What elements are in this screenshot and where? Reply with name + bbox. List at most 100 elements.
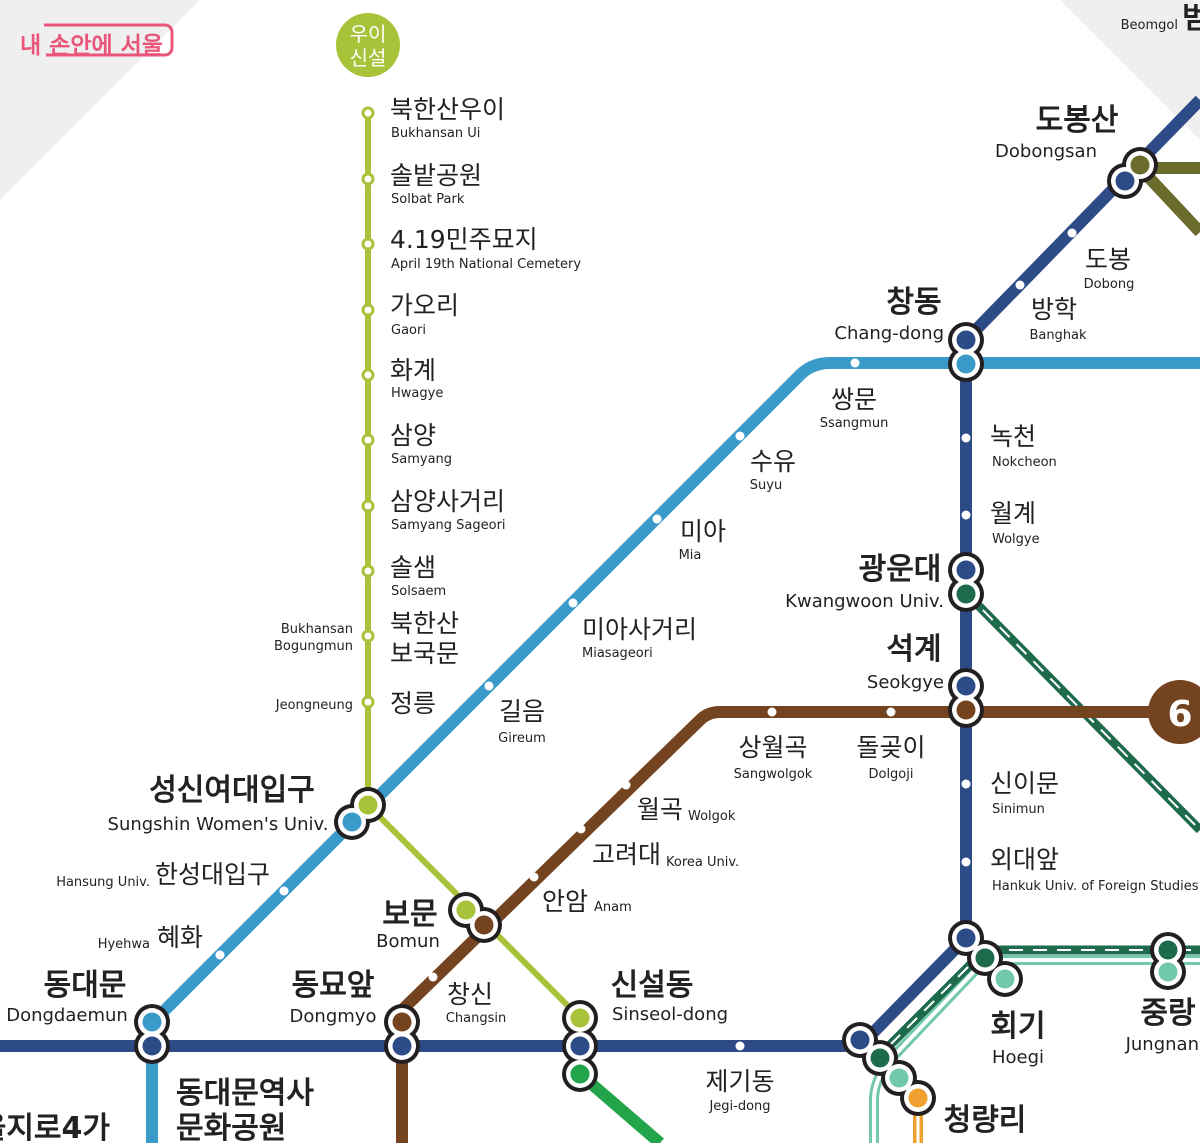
station-name-en: Jeongneung	[275, 698, 353, 713]
line-6	[396, 706, 1150, 1143]
station-marker[interactable]	[361, 172, 375, 186]
station-name-en: Jegi-dong	[708, 1099, 770, 1114]
station-name-en: April 19th National Cemetery	[391, 257, 581, 272]
station-name-ko: 4.19민주묘지	[390, 225, 538, 254]
station-name-ko: 가오리	[390, 291, 459, 320]
station-marker[interactable]	[529, 872, 539, 882]
station-marker[interactable]	[1015, 280, 1025, 290]
station-marker[interactable]	[886, 707, 896, 717]
station-marker[interactable]	[961, 779, 971, 789]
station-name-ko: 혜화	[157, 923, 203, 952]
station-name-en: Solsaem	[391, 584, 446, 599]
ui-line-badge	[336, 13, 400, 77]
station-name-ko: 동대문	[44, 968, 127, 1003]
station-marker[interactable]	[361, 368, 375, 382]
station-name-ko: 삼양	[390, 421, 436, 450]
station-marker[interactable]	[652, 514, 662, 524]
station-name-ko: 창동	[886, 285, 941, 320]
station-marker[interactable]	[428, 972, 438, 982]
station-name-en: Hyehwa	[98, 937, 150, 952]
station-marker[interactable]	[767, 707, 777, 717]
station-name-ko: 월곡	[637, 795, 683, 824]
station-name-ko: 솔밭공원	[390, 161, 482, 190]
station-name-ko: 회기	[990, 1009, 1045, 1044]
station-name-ko: 안암	[542, 887, 588, 916]
seoul-logo: 내 손안에 서울	[20, 23, 174, 59]
station-bomun[interactable]	[448, 892, 502, 943]
station-marker[interactable]	[576, 824, 586, 834]
station-marker[interactable]	[735, 431, 745, 441]
station-marker[interactable]	[361, 499, 375, 513]
station-name-ko: 한성대입구	[155, 860, 270, 889]
station-name-en: Sinseol-dong	[612, 1004, 728, 1025]
station-name-ko: 신이문	[990, 769, 1059, 798]
station-name-ko: 동대문역사	[176, 1076, 314, 1111]
station-name-en: Hansung Univ.	[56, 875, 150, 890]
station-name-en: Banghak	[1029, 328, 1087, 343]
station-name-en: Hoegi	[992, 1047, 1044, 1068]
station-marker[interactable]	[361, 303, 375, 317]
station-name-en: Dongdaemun	[6, 1005, 128, 1026]
station-cheongnyangni[interactable]	[842, 1022, 936, 1116]
stations	[134, 106, 1186, 1116]
station-dongmyo[interactable]	[384, 1004, 420, 1064]
station-name-en: Anam	[594, 900, 632, 915]
ui-badge-line1: 우이	[350, 22, 387, 46]
station-sungshin[interactable]	[334, 787, 386, 840]
background-triangle-left	[0, 0, 200, 200]
station-name-en: Gireum	[498, 731, 546, 746]
station-name-ko: 삼양사거리	[390, 487, 505, 516]
station-dongdaemun[interactable]	[134, 1004, 170, 1064]
station-marker[interactable]	[961, 433, 971, 443]
line-4	[146, 357, 1200, 1143]
station-name-ko: 신설동	[611, 968, 694, 1003]
station-marker[interactable]	[735, 1041, 745, 1051]
station-marker[interactable]	[361, 106, 375, 120]
station-kwangwoon[interactable]	[948, 552, 984, 612]
station-name-en: Suyu	[750, 478, 782, 493]
station-name-en: Chang-dong	[834, 323, 944, 344]
station-marker[interactable]	[484, 681, 494, 691]
station-seokgye[interactable]	[948, 668, 984, 728]
station-marker[interactable]	[361, 237, 375, 251]
station-sinseol-dong[interactable]	[562, 1000, 598, 1092]
station-name-ko: 중랑	[1140, 996, 1196, 1031]
station-marker[interactable]	[215, 950, 225, 960]
station-name-ko-line2: 문화공원	[176, 1111, 286, 1143]
station-name-en: Bukhansan	[281, 622, 353, 637]
ui-badge-line2: 신설	[350, 46, 387, 70]
station-name-en: Sungshin Women's Univ.	[108, 814, 329, 835]
line6-badge-number: 6	[1167, 694, 1192, 735]
station-marker[interactable]	[279, 886, 289, 896]
station-name-en: Bukhansan Ui	[391, 126, 480, 141]
station-name-en: Dolgoji	[868, 767, 913, 782]
station-chang-dong[interactable]	[948, 322, 984, 382]
station-marker[interactable]	[621, 780, 631, 790]
station-marker[interactable]	[361, 695, 375, 709]
station-marker[interactable]	[361, 629, 375, 643]
station-name-ko: 돌곶이	[856, 733, 925, 762]
station-marker[interactable]	[361, 564, 375, 578]
station-marker[interactable]	[850, 358, 860, 368]
station-marker[interactable]	[361, 433, 375, 447]
station-marker[interactable]	[961, 510, 971, 520]
station-name-en: Miasageori	[582, 646, 653, 661]
line6-badge	[1148, 680, 1200, 744]
station-name-ko: 정릉	[390, 689, 436, 718]
station-hoegi[interactable]	[948, 920, 1023, 997]
station-name-ko: 을지로4가	[0, 1111, 110, 1143]
station-name-ko: 솔샘	[390, 553, 436, 582]
station-name-ko: 화계	[390, 356, 436, 385]
station-name-ko-line2: 보국문	[390, 639, 459, 668]
station-marker[interactable]	[961, 857, 971, 867]
station-marker[interactable]	[1067, 228, 1077, 238]
station-name-en: Dobongsan	[995, 141, 1097, 162]
station-name-en: Jungnang	[1125, 1034, 1200, 1055]
station-name-ko: 보문	[382, 897, 437, 932]
station-dobongsan[interactable]	[1107, 147, 1158, 199]
station-name-ko: 쌍문	[831, 385, 877, 414]
station-jungnang[interactable]	[1150, 932, 1186, 990]
station-marker[interactable]	[568, 598, 578, 608]
station-name-ko: 월계	[990, 499, 1036, 528]
